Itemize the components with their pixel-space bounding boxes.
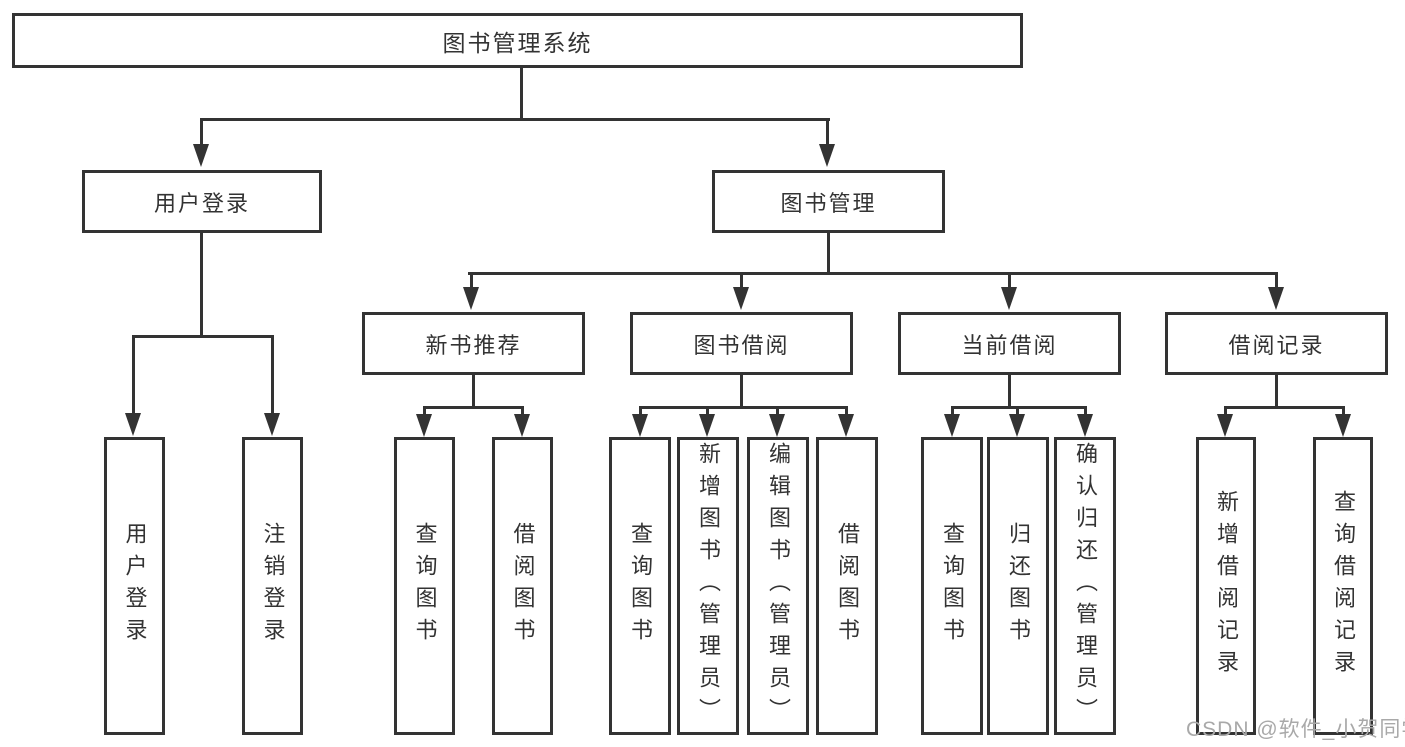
leaf-add-borrow-record: 新增借阅记录 [1196, 437, 1256, 735]
node-library-system-label: 图书管理系统 [442, 29, 593, 56]
connector-root-stem [520, 66, 523, 118]
leaf-add-book-admin: 新增图书（管理员） [677, 437, 739, 735]
leaf-confirm-return-admin: 确认归还（管理员） [1054, 437, 1116, 735]
leaf-query-books-1: 查询图书 [394, 437, 455, 735]
node-borrow-record-label: 借阅记录 [1228, 332, 1325, 358]
arrow-down-icon [1217, 406, 1233, 437]
node-borrow-record: 借阅记录 [1165, 312, 1388, 375]
node-current-borrow-label: 当前借阅 [961, 332, 1058, 358]
arrow-down-icon [699, 406, 715, 437]
arrow-down-icon [769, 406, 785, 437]
leaf-return-book-label: 归还图书 [1006, 522, 1031, 650]
connector-g3-branch [639, 406, 848, 409]
connector-g2-stem [472, 375, 475, 406]
node-book-manage-label: 图书管理 [780, 190, 877, 216]
leaf-logout-label: 注销登录 [260, 522, 286, 650]
leaf-user-login: 用户登录 [104, 437, 165, 735]
leaf-query-books-3: 查询图书 [921, 437, 983, 735]
leaf-query-books-2-label: 查询图书 [628, 522, 653, 650]
connector-login-stem [200, 233, 203, 335]
node-user-login-label: 用户登录 [153, 190, 250, 216]
arrow-down-icon [1335, 406, 1351, 437]
leaf-borrow-books-1-label: 借阅图书 [510, 522, 536, 650]
leaf-query-books-2: 查询图书 [609, 437, 671, 735]
connector-g3-stem [740, 375, 743, 406]
arrow-down-icon [514, 406, 530, 437]
leaf-borrow-books-2: 借阅图书 [816, 437, 878, 735]
node-new-book-recommend-label: 新书推荐 [425, 332, 522, 358]
arrow-down-icon [463, 272, 479, 310]
leaf-edit-book-admin-label: 编辑图书（管理员） [766, 442, 791, 730]
leaf-borrow-books-1: 借阅图书 [492, 437, 553, 735]
arrow-down-icon [193, 118, 209, 167]
connector-g5-branch [1224, 406, 1345, 409]
arrow-down-icon [1009, 406, 1025, 437]
connector-manage-branch [468, 272, 1278, 275]
connector-g5-stem [1275, 375, 1278, 406]
arrow-down-icon [1077, 406, 1093, 437]
arrow-down-icon [632, 406, 648, 437]
connector-root-branch [201, 118, 830, 121]
arrow-down-icon [1268, 272, 1284, 310]
csdn-watermark: CSDN @软件_小贺同学 [1186, 718, 1405, 741]
arrow-down-icon [838, 406, 854, 437]
connector-login-branch [133, 335, 274, 338]
arrow-down-icon [416, 406, 432, 437]
leaf-edit-book-admin: 编辑图书（管理员） [747, 437, 809, 735]
leaf-query-books-1-label: 查询图书 [412, 522, 438, 650]
node-current-borrow: 当前借阅 [898, 312, 1121, 375]
node-book-manage: 图书管理 [712, 170, 945, 233]
arrow-down-icon [264, 335, 280, 436]
leaf-query-borrow-record: 查询借阅记录 [1313, 437, 1373, 735]
arrow-down-icon [819, 118, 835, 167]
leaf-query-borrow-record-label: 查询借阅记录 [1331, 490, 1356, 682]
arrow-down-icon [1001, 272, 1017, 310]
leaf-query-books-3-label: 查询图书 [940, 522, 965, 650]
arrow-down-icon [733, 272, 749, 310]
node-book-borrow-label: 图书借阅 [693, 332, 790, 358]
arrow-down-icon [944, 406, 960, 437]
leaf-borrow-books-2-label: 借阅图书 [835, 522, 860, 650]
node-new-book-recommend: 新书推荐 [362, 312, 585, 375]
leaf-add-borrow-record-label: 新增借阅记录 [1214, 490, 1239, 682]
leaf-confirm-return-admin-label: 确认归还（管理员） [1073, 442, 1098, 730]
arrow-down-icon [125, 335, 141, 436]
leaf-return-book: 归还图书 [987, 437, 1049, 735]
leaf-logout: 注销登录 [242, 437, 303, 735]
leaf-user-login-label: 用户登录 [122, 522, 148, 650]
connector-g2-branch [423, 406, 523, 409]
connector-manage-stem [827, 233, 830, 272]
leaf-add-book-admin-label: 新增图书（管理员） [696, 442, 721, 730]
node-book-borrow: 图书借阅 [630, 312, 853, 375]
connector-g4-stem [1008, 375, 1011, 406]
node-user-login: 用户登录 [82, 170, 322, 233]
node-library-system: 图书管理系统 [12, 13, 1023, 68]
